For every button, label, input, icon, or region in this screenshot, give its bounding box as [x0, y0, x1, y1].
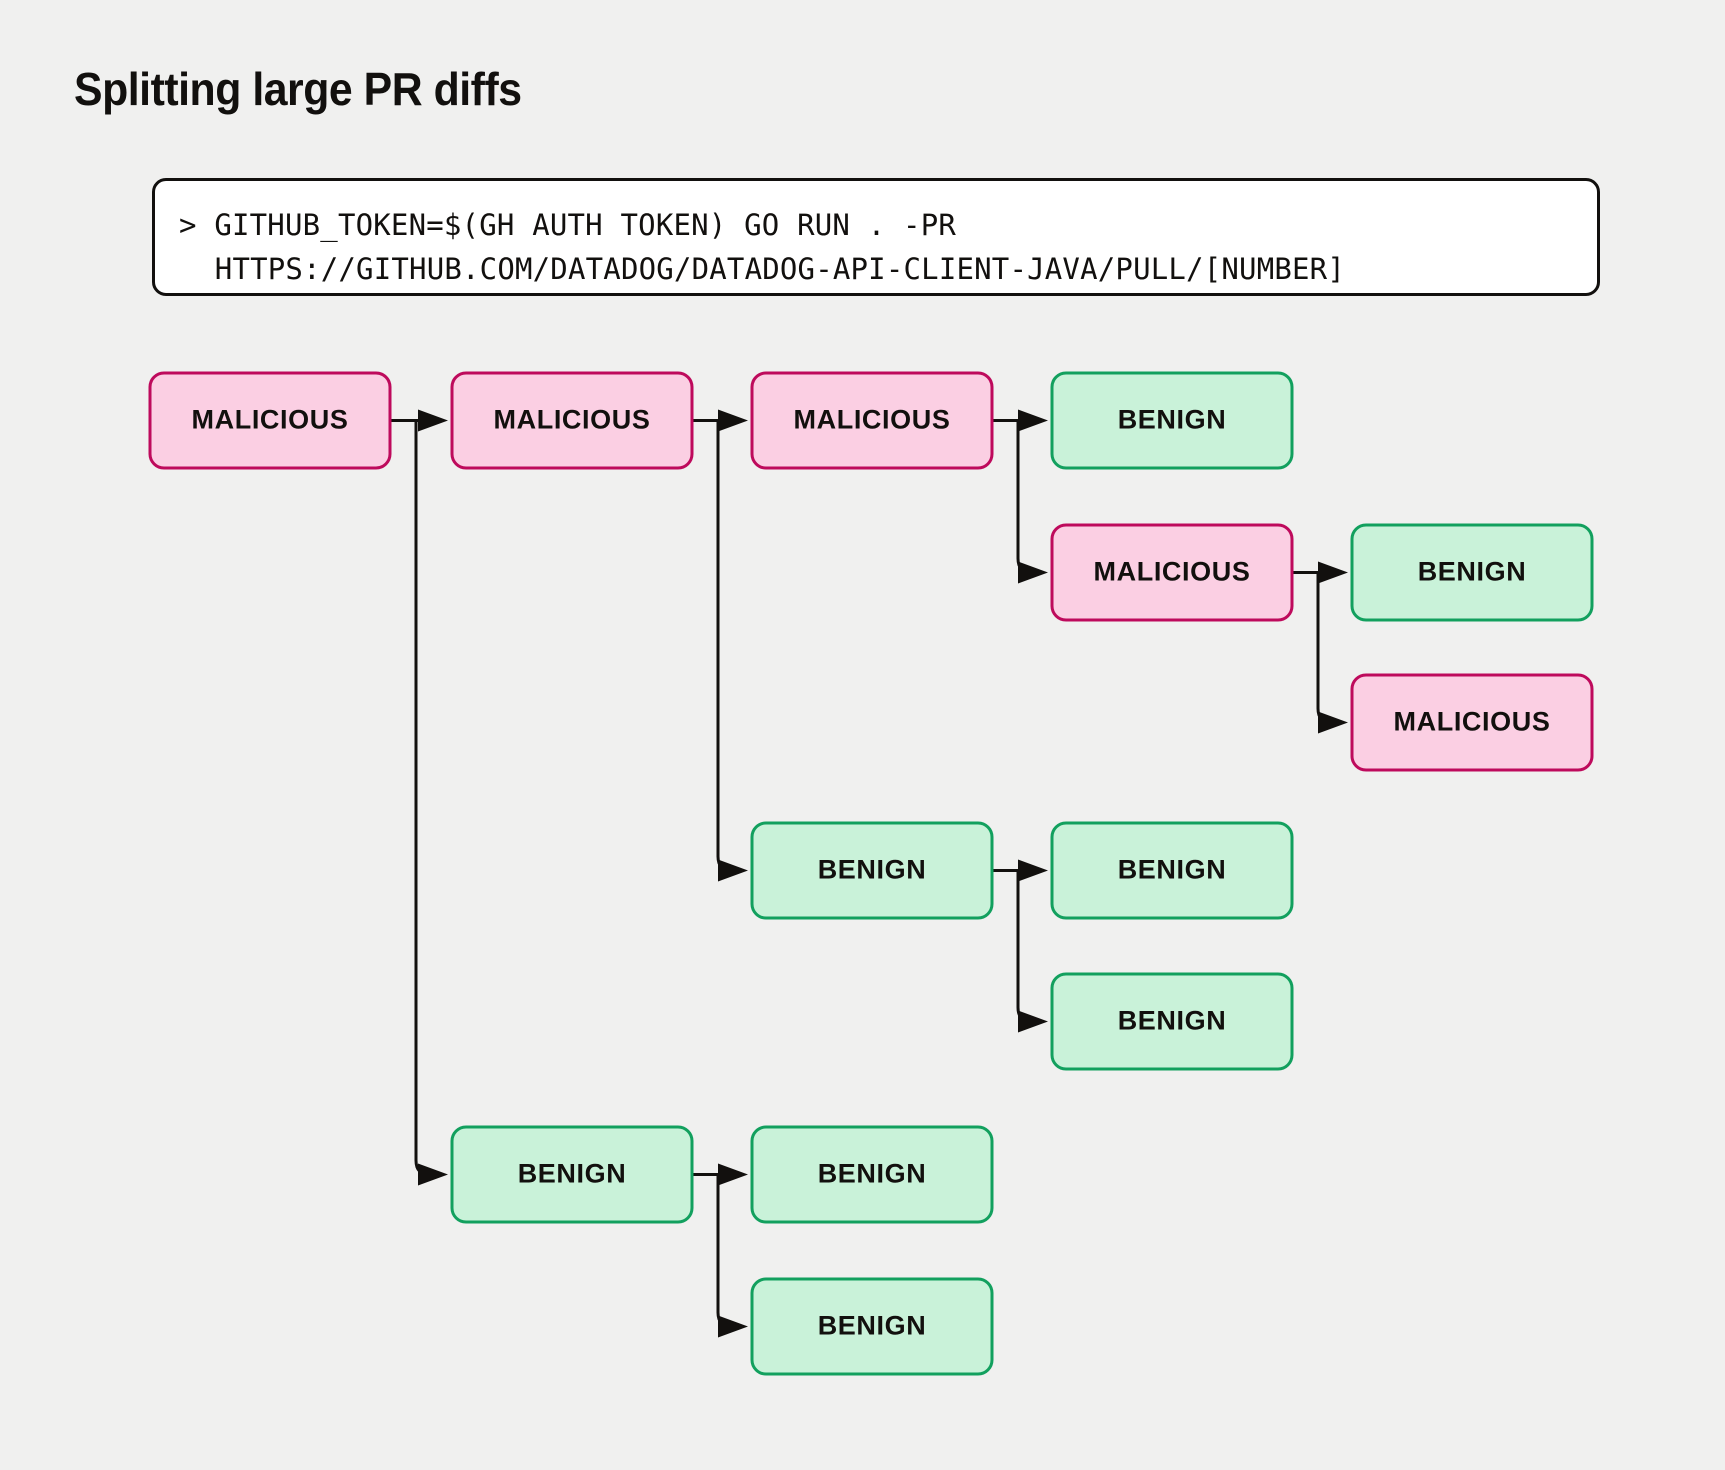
node-box[interactable]	[450, 371, 694, 470]
node-benign[interactable]: BENIGN	[1050, 821, 1294, 920]
node-box[interactable]	[750, 821, 994, 920]
arrow-head-n0-n10	[418, 1163, 448, 1186]
node-label: MALICIOUS	[494, 405, 651, 435]
node-label: MALICIOUS	[192, 405, 349, 435]
arrow-head-n4-n6	[1318, 711, 1348, 734]
node-label: BENIGN	[1118, 405, 1227, 435]
connector-n4-n6	[1292, 571, 1333, 724]
node-label: BENIGN	[818, 855, 927, 885]
arrow-head-n7-n8	[1018, 859, 1048, 882]
node-box[interactable]	[1050, 821, 1294, 920]
node-label: BENIGN	[818, 1311, 927, 1341]
node-box[interactable]	[1350, 523, 1594, 622]
node-label: BENIGN	[1118, 1006, 1227, 1036]
edge-layer	[390, 409, 1348, 1338]
node-label: MALICIOUS	[794, 405, 951, 435]
node-label: MALICIOUS	[1094, 557, 1251, 587]
command-line-2: HTTPS://GITHUB.COM/DATADOG/DATADOG-API-C…	[214, 252, 1345, 286]
node-benign[interactable]: BENIGN	[750, 821, 994, 920]
connector-n10-n12	[692, 1173, 733, 1328]
node-box[interactable]	[1050, 972, 1294, 1071]
page-title: Splitting large PR diffs	[74, 63, 522, 115]
node-label: BENIGN	[1118, 855, 1227, 885]
node-box[interactable]	[148, 371, 392, 470]
node-benign[interactable]: BENIGN	[1350, 523, 1594, 622]
arrow-head-n10-n12	[718, 1315, 748, 1338]
node-label: BENIGN	[1418, 557, 1527, 587]
node-box[interactable]	[450, 1125, 694, 1224]
node-malicious[interactable]: MALICIOUS	[1050, 523, 1294, 622]
connector-n7-n9	[992, 869, 1033, 1023]
node-box[interactable]	[750, 1277, 994, 1376]
node-label: BENIGN	[818, 1159, 927, 1189]
node-box[interactable]	[1050, 371, 1294, 470]
node-layer: MALICIOUS MALICIOUS MALICIOUS BENIGN MALICIO…	[148, 371, 1594, 1376]
node-box[interactable]	[1050, 523, 1294, 622]
node-benign[interactable]: BENIGN	[1050, 972, 1294, 1071]
arrow-head-n7-n9	[1018, 1010, 1048, 1033]
arrow-head-n2-n3	[1018, 409, 1048, 432]
node-benign[interactable]: BENIGN	[450, 1125, 694, 1224]
node-benign[interactable]: BENIGN	[750, 1125, 994, 1224]
connector-n0-n10	[390, 419, 431, 1176]
command-text: > GITHUB_TOKEN=$(GH AUTH TOKEN) GO RUN .…	[179, 203, 1345, 291]
arrow-head-n1-n2	[718, 409, 748, 432]
arrow-head-n4-n5	[1318, 561, 1348, 584]
node-malicious[interactable]: MALICIOUS	[1350, 673, 1594, 772]
node-label: MALICIOUS	[1394, 707, 1551, 737]
arrow-head-n2-n4	[1018, 561, 1048, 584]
command-prompt: >	[179, 208, 215, 242]
node-box[interactable]	[1350, 673, 1594, 772]
command-box: > GITHUB_TOKEN=$(GH AUTH TOKEN) GO RUN .…	[152, 178, 1600, 296]
node-malicious[interactable]: MALICIOUS	[450, 371, 694, 470]
node-box[interactable]	[750, 371, 994, 470]
node-malicious[interactable]: MALICIOUS	[750, 371, 994, 470]
arrow-head-n1-n7	[718, 859, 748, 882]
node-benign[interactable]: BENIGN	[750, 1277, 994, 1376]
command-line-1: GITHUB_TOKEN=$(GH AUTH TOKEN) GO RUN . -…	[214, 208, 957, 242]
node-box[interactable]	[750, 1125, 994, 1224]
node-malicious[interactable]: MALICIOUS	[148, 371, 392, 470]
connector-n1-n7	[692, 419, 733, 872]
arrow-head-n10-n11	[718, 1163, 748, 1186]
arrow-head-n0-n1	[418, 409, 448, 432]
node-label: BENIGN	[518, 1159, 627, 1189]
connector-n2-n4	[992, 419, 1033, 574]
node-benign[interactable]: BENIGN	[1050, 371, 1294, 470]
